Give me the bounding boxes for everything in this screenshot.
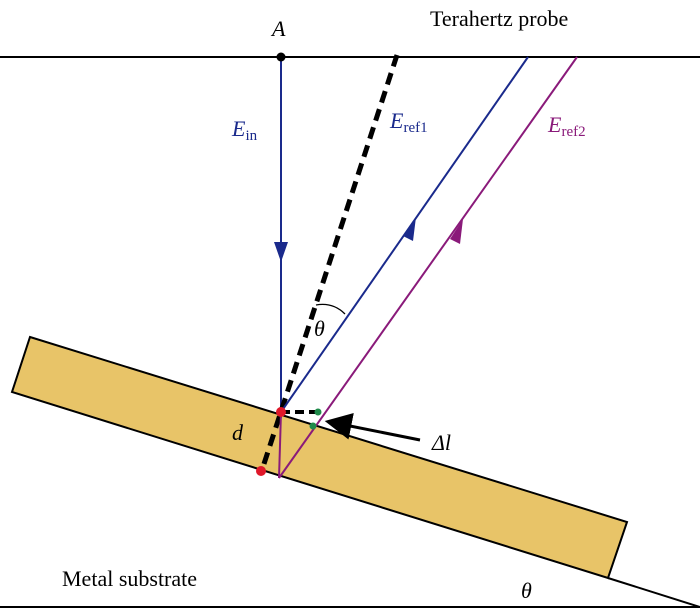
- e-ref2-label: Eref2: [547, 112, 586, 140]
- theta-arc-upper: [315, 303, 346, 315]
- red-point-lower: [256, 466, 266, 476]
- ref2-internal-down: [278, 411, 282, 479]
- ref1-arrow: [403, 217, 416, 241]
- e-in-label: Ein: [231, 116, 258, 144]
- thickness-label: d: [232, 420, 244, 445]
- substrate-label: Metal substrate: [62, 566, 197, 591]
- point-a-label: A: [270, 16, 286, 41]
- theta-lower-label: θ: [521, 578, 532, 603]
- e-ref1-label: Eref1: [389, 108, 428, 136]
- path-diff-pointer: [324, 412, 421, 442]
- point-a-dot: [276, 52, 286, 62]
- ref2-arrow: [450, 219, 463, 244]
- sample-slab: [10, 335, 629, 580]
- ref2-beam: [278, 56, 578, 479]
- incident-arrow: [274, 242, 288, 262]
- tilted-surface-line: [607, 577, 700, 608]
- probe-label: Terahertz probe: [430, 6, 568, 31]
- red-point-upper: [276, 407, 286, 417]
- surface-normal-dashed: [259, 54, 400, 471]
- path-diff-label: Δl: [431, 430, 451, 455]
- green-point-upper: [314, 408, 322, 416]
- green-point-lower: [309, 422, 317, 430]
- theta-upper-label: θ: [314, 316, 325, 341]
